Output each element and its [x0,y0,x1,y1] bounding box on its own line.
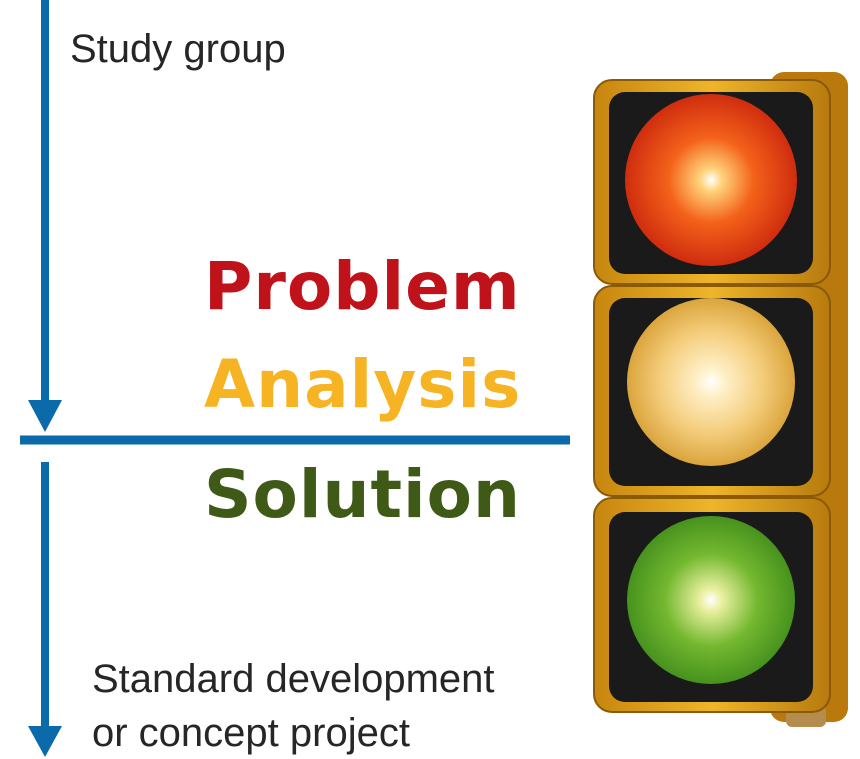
study-group-label: Study group [70,27,286,71]
bottom-arrow [28,462,62,757]
analysis-word: Analysis [204,346,522,423]
problem-word: Problem [204,248,521,325]
top-arrow [28,0,62,432]
concept-project-label: or concept project [92,711,410,755]
amber-light [627,298,795,466]
standard-development-label: Standard development [92,657,495,701]
green-light [627,516,795,684]
traffic-light-icon [593,72,848,727]
red-light [625,94,797,266]
solution-word: Solution [204,456,521,533]
